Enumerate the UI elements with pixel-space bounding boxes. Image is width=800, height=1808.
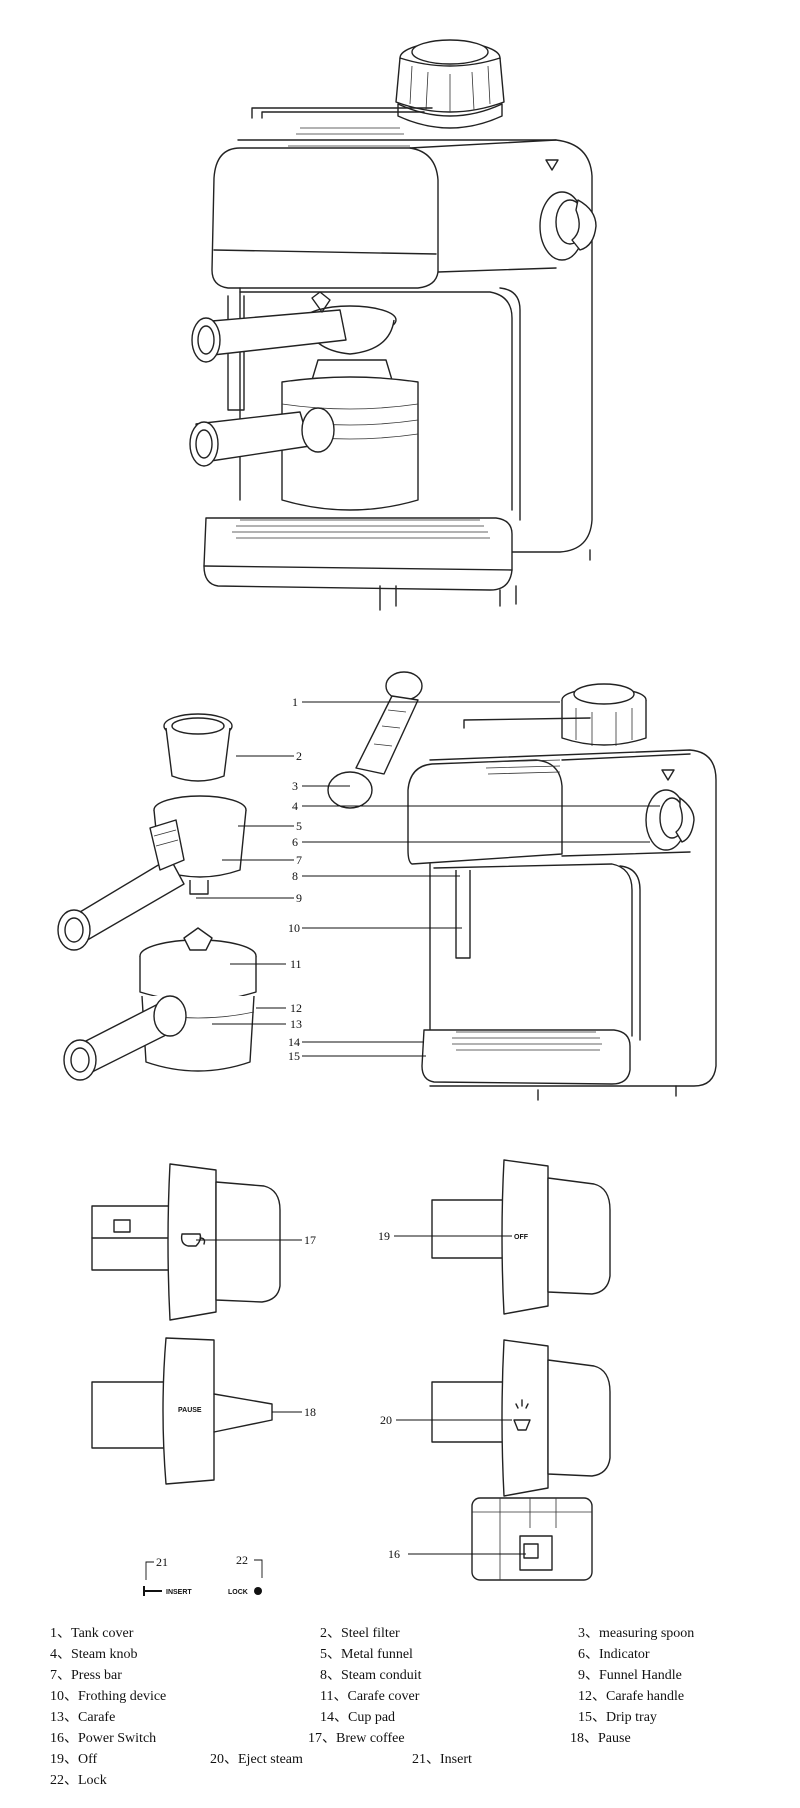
callout-20: 20 bbox=[380, 1413, 392, 1427]
callout-1: 1 bbox=[292, 695, 298, 709]
legend-row: 1、Tank cover 2、Steel filter 3、measuring … bbox=[50, 1622, 770, 1643]
callout-4: 4 bbox=[292, 799, 298, 813]
callout-2: 2 bbox=[296, 749, 302, 763]
callout-3: 3 bbox=[292, 779, 298, 793]
legend-item-2: 2、Steel filter bbox=[320, 1626, 400, 1641]
legend-item-19: 19、Off bbox=[50, 1752, 98, 1767]
callout-18: 18 bbox=[304, 1405, 316, 1419]
legend-item-9: 9、Funnel Handle bbox=[578, 1668, 682, 1683]
knob-eject-steam-drawing: 20 bbox=[380, 1339, 611, 1497]
callout-9: 9 bbox=[296, 891, 302, 905]
legend-row: 22、Lock bbox=[50, 1769, 770, 1790]
legend-item-15: 15、Drip tray bbox=[578, 1710, 657, 1725]
legend-item-14: 14、Cup pad bbox=[320, 1710, 396, 1725]
knob-text-pause: PAUSE bbox=[178, 1407, 202, 1414]
knob-text-off: OFF bbox=[514, 1234, 529, 1241]
legend-item-18: 18、Pause bbox=[570, 1731, 631, 1746]
callout-16: 16 bbox=[388, 1547, 400, 1561]
callout-22: 22 bbox=[236, 1553, 248, 1567]
legend-item-8: 8、Steam conduit bbox=[320, 1668, 422, 1683]
exploded-callouts: 1 2 3 4 5 6 7 8 9 10 11 12 13 14 15 bbox=[288, 695, 302, 1063]
exploded-view-drawing bbox=[57, 671, 717, 1101]
legend-item-5: 5、Metal funnel bbox=[320, 1647, 413, 1662]
parts-legend: 1、Tank cover 2、Steel filter 3、measuring … bbox=[50, 1622, 770, 1790]
legend-item-11: 11、Carafe cover bbox=[320, 1689, 420, 1704]
assembled-machine-drawing bbox=[189, 39, 597, 611]
callout-11: 11 bbox=[290, 957, 302, 971]
legend-item-16: 16、Power Switch bbox=[50, 1731, 157, 1746]
callout-6: 6 bbox=[292, 835, 298, 849]
callout-19: 19 bbox=[378, 1229, 390, 1243]
legend-item-7: 7、Press bar bbox=[50, 1668, 122, 1683]
legend-item-4: 4、Steam knob bbox=[50, 1647, 138, 1662]
lock-text: LOCK bbox=[228, 1589, 248, 1596]
legend-item-12: 12、Carafe handle bbox=[578, 1689, 685, 1704]
insert-text: INSERT bbox=[166, 1589, 192, 1596]
callout-5: 5 bbox=[296, 819, 302, 833]
callout-15: 15 bbox=[288, 1049, 300, 1063]
legend-row: 4、Steam knob 5、Metal funnel 6、Indicator bbox=[50, 1643, 770, 1664]
callout-13: 13 bbox=[290, 1017, 302, 1031]
power-switch-drawing: 16 bbox=[388, 1497, 593, 1581]
legend-row: 13、Carafe 14、Cup pad 15、Drip tray bbox=[50, 1706, 770, 1727]
knob-pause-drawing: PAUSE 18 bbox=[91, 1337, 316, 1485]
parts-diagram: 1 2 3 4 5 6 7 8 9 10 11 12 13 14 15 17 O… bbox=[57, 39, 717, 1596]
legend-item-13: 13、Carafe bbox=[50, 1710, 116, 1725]
legend-item-22: 22、Lock bbox=[50, 1773, 107, 1788]
legend-row: 19、Off 20、Eject steam 21、Insert bbox=[50, 1748, 770, 1769]
legend-item-21: 21、Insert bbox=[412, 1752, 472, 1767]
knob-brew-coffee-drawing: 17 bbox=[91, 1163, 316, 1321]
legend-item-10: 10、Frothing device bbox=[50, 1689, 167, 1704]
callout-10: 10 bbox=[288, 921, 300, 935]
legend-item-20: 20、Eject steam bbox=[210, 1752, 303, 1767]
callout-17: 17 bbox=[304, 1233, 316, 1247]
exploded-leaders bbox=[196, 701, 660, 1057]
legend-item-17: 17、Brew coffee bbox=[308, 1731, 405, 1746]
callout-12: 12 bbox=[290, 1001, 302, 1015]
legend-row: 16、Power Switch 17、Brew coffee 18、Pause bbox=[50, 1727, 770, 1748]
knob-off-drawing: OFF 19 bbox=[378, 1159, 611, 1315]
callout-14: 14 bbox=[288, 1035, 300, 1049]
callout-7: 7 bbox=[296, 853, 302, 867]
insert-lock-symbols: 21 INSERT 22 LOCK bbox=[143, 1553, 263, 1596]
legend-item-6: 6、Indicator bbox=[578, 1647, 650, 1662]
callout-21: 21 bbox=[156, 1555, 168, 1569]
legend-row: 10、Frothing device 11、Carafe cover 12、Ca… bbox=[50, 1685, 770, 1706]
legend-item-1: 1、Tank cover bbox=[50, 1626, 134, 1641]
legend-row: 7、Press bar 8、Steam conduit 9、Funnel Han… bbox=[50, 1664, 770, 1685]
legend-item-3: 3、measuring spoon bbox=[578, 1626, 695, 1641]
callout-8: 8 bbox=[292, 869, 298, 883]
